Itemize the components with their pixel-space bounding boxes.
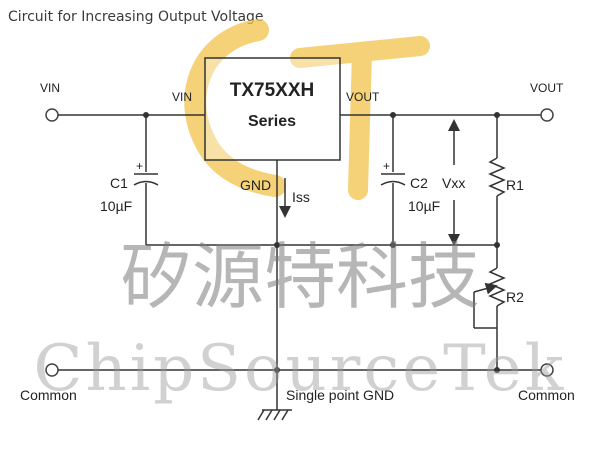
vout-terminal-label: VOUT <box>530 81 564 95</box>
chip-name: TX75XXH <box>230 80 314 101</box>
chinese-watermark: 矽源特科技 <box>120 235 480 319</box>
r1-label: R1 <box>506 177 524 193</box>
r2-resistor <box>488 267 506 307</box>
c1-name-label: C1 <box>110 175 128 191</box>
ground-symbol <box>257 409 292 421</box>
r1-resistor <box>488 157 506 197</box>
english-watermark: ChipSourceTek <box>34 332 567 406</box>
vxx-label: Vxx <box>442 175 465 191</box>
node-c2-gnd <box>390 242 396 248</box>
vin-terminal <box>45 108 59 122</box>
st-logo-watermark <box>184 19 430 200</box>
c1-plus-sign: + <box>136 159 143 173</box>
c2-value-label: 10µF <box>408 198 440 214</box>
single-point-gnd-label: Single point GND <box>286 387 394 403</box>
regulator-chip <box>204 57 341 161</box>
common-left-label: Common <box>20 387 77 403</box>
c2-name-label: C2 <box>410 175 428 191</box>
vin-terminal-label: VIN <box>40 81 60 95</box>
vout-pin-label: VOUT <box>346 90 380 104</box>
c1-plate-bottom <box>133 180 159 186</box>
vin-pin-label: VIN <box>172 90 192 104</box>
page-title: Circuit for Increasing Output Voltage <box>8 9 264 25</box>
c2-plate-bottom <box>380 180 406 186</box>
vout-terminal <box>540 108 554 122</box>
gnd-pin-label: GND <box>240 177 271 193</box>
chip-series: Series <box>248 113 296 130</box>
common-right-label: Common <box>518 387 575 403</box>
common-terminal-right <box>540 363 554 377</box>
iss-label: Iss <box>292 189 310 205</box>
r2-label: R2 <box>506 289 524 305</box>
r2-wiper-arrow <box>473 282 498 295</box>
c1-value-label: 10µF <box>100 198 132 214</box>
c2-plus-sign: + <box>383 159 390 173</box>
node-r2-common <box>494 367 500 373</box>
